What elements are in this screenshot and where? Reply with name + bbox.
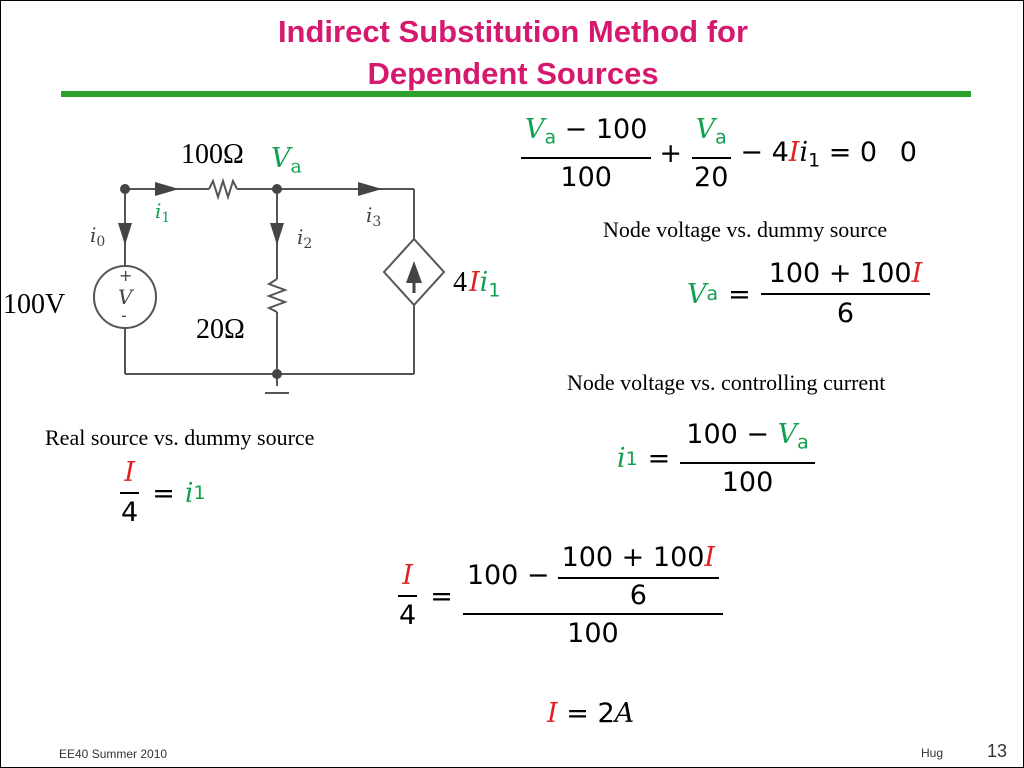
circuit-diagram bbox=[93, 177, 446, 394]
source-minus: - bbox=[121, 306, 127, 325]
note-node-vs-dummy: Node voltage vs. dummy source bbox=[603, 217, 888, 242]
node-ground bbox=[272, 369, 282, 379]
resistor-100ohm bbox=[208, 177, 238, 201]
title-underline bbox=[61, 91, 971, 97]
kcl-tail: − 4Ii1 = 0 0 bbox=[740, 136, 917, 172]
kcl-term1: Va − 100 100 bbox=[521, 113, 652, 195]
label-i3: i3 bbox=[366, 203, 382, 231]
label-r2: 20Ω bbox=[196, 314, 245, 345]
arrow-i0 bbox=[118, 223, 132, 245]
label-r1: 100Ω bbox=[181, 139, 244, 170]
source-plus: + bbox=[119, 266, 133, 285]
combined-equation: I 4 = 100 − 100 + 100I 6 100 bbox=[395, 541, 724, 651]
arrow-dep-source bbox=[406, 261, 422, 283]
label-dependent-source: 4Ii1 bbox=[453, 267, 501, 302]
label-i2: i2 bbox=[297, 225, 313, 253]
slide-title-line1: Indirect Substitution Method for bbox=[277, 14, 749, 49]
footer-author: Hug bbox=[921, 746, 944, 760]
label-i0: i0 bbox=[90, 223, 106, 251]
arrow-i3 bbox=[358, 182, 382, 196]
label-source-voltage: 100V bbox=[3, 289, 66, 320]
footer-course: EE40 Summer 2010 bbox=[59, 747, 168, 761]
label-va: Va bbox=[271, 143, 302, 178]
resistor-20ohm bbox=[266, 278, 288, 313]
kcl-equation: Va − 100 100 + Va 20 − 4Ii1 = 0 0 bbox=[521, 113, 917, 195]
page-number: 13 bbox=[987, 741, 1008, 761]
arrow-i2 bbox=[270, 223, 284, 245]
note-node-vs-controlling: Node voltage vs. controlling current bbox=[567, 370, 886, 395]
node-left bbox=[120, 184, 130, 194]
arrow-i1 bbox=[155, 182, 179, 196]
kcl-term2: Va 20 bbox=[690, 113, 732, 195]
source-v: V bbox=[118, 285, 133, 309]
note-real-vs-dummy: Real source vs. dummy source bbox=[45, 425, 315, 450]
node-va bbox=[272, 184, 282, 194]
slide-title-line2: Dependent Sources bbox=[367, 56, 659, 91]
label-i1: i1 bbox=[155, 199, 171, 227]
result-equation: I = 2A bbox=[547, 698, 635, 729]
